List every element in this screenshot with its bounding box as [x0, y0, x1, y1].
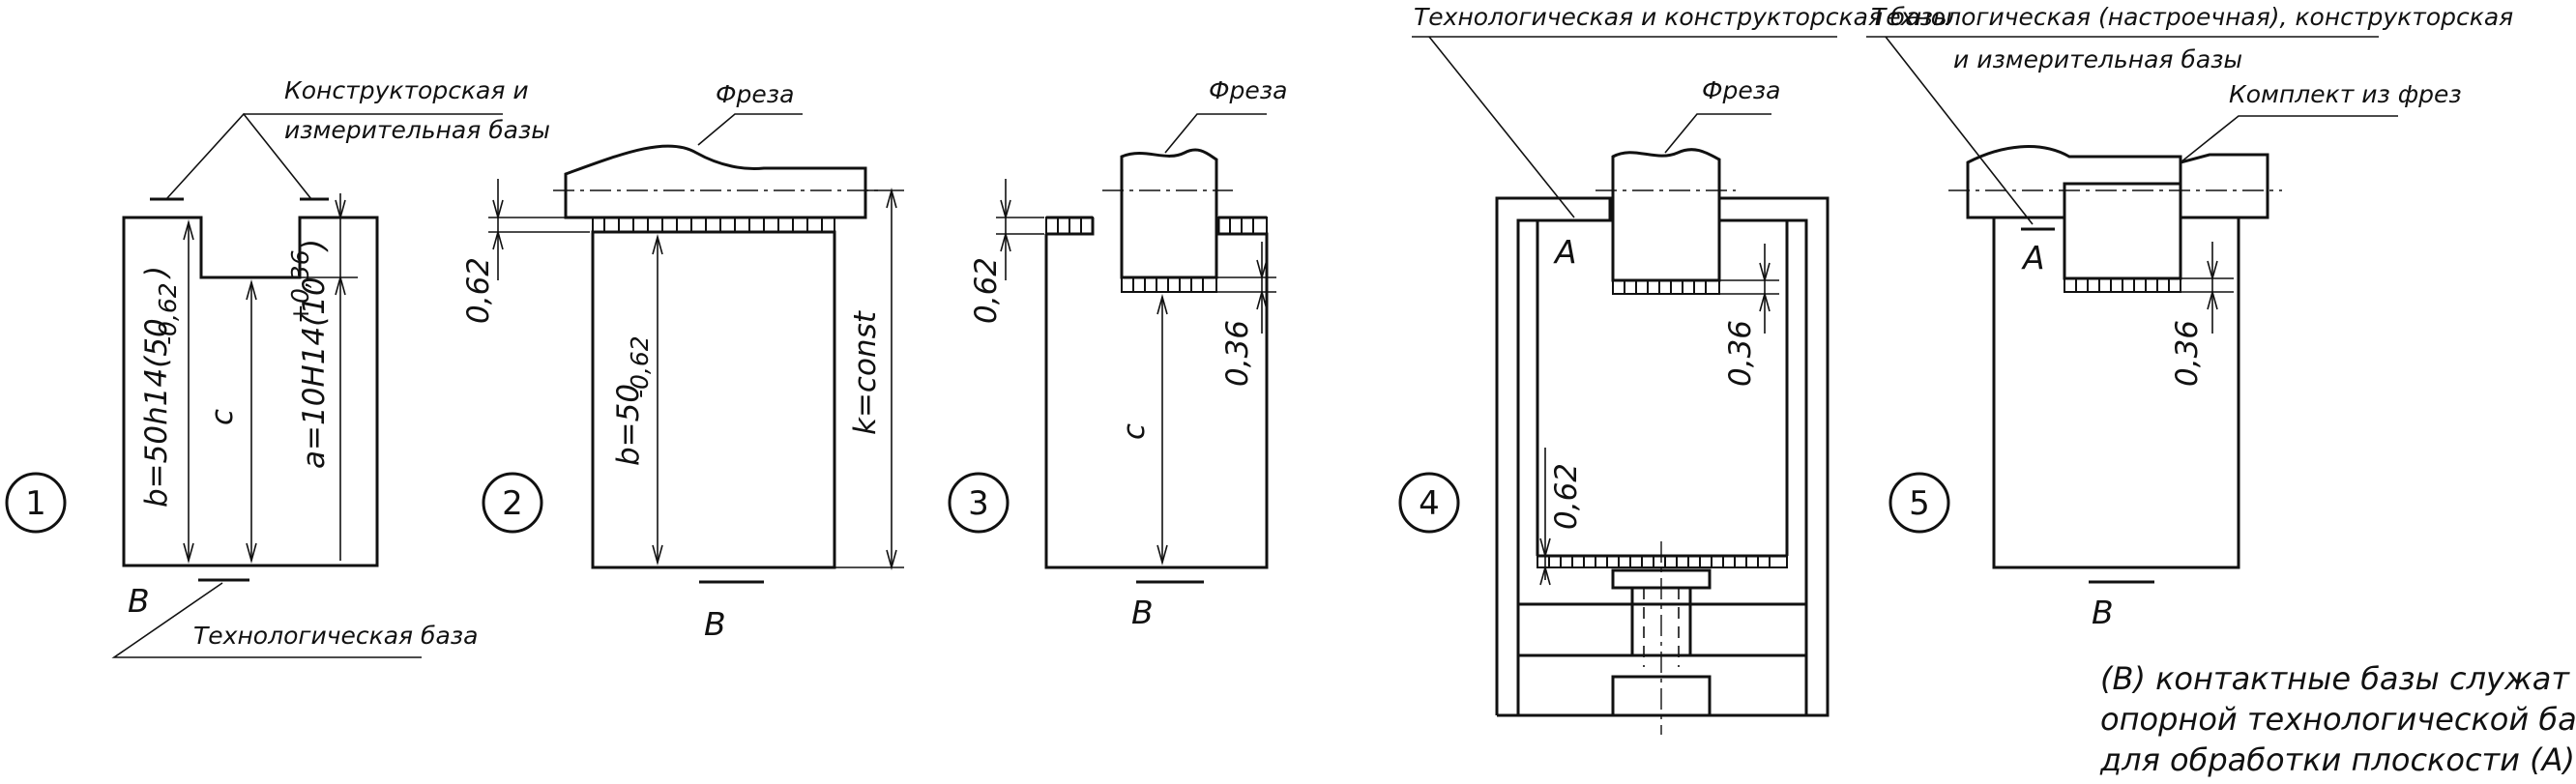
dim-arrows-036-4	[1759, 262, 1771, 312]
figure-5: Комплект из фрез Технологическая (настро…	[1866, 3, 2513, 631]
dim-tol-b2: -0,62	[626, 335, 654, 398]
dim-text-062-4: 0,62	[1549, 463, 1584, 530]
cut-layer-2-hatch	[603, 218, 823, 232]
workpiece-1-outline	[122, 216, 379, 567]
figure-3: Фреза 0,62 c 0,36 B 3	[948, 76, 1287, 631]
workpiece-5-outline	[1992, 218, 2240, 569]
dim-text-036-4: 0,36	[1723, 320, 1758, 387]
clamp-screw-hidden	[1643, 588, 1680, 667]
fixture-right-wall	[1717, 196, 1830, 717]
dim-text-b: b=50h14(50	[139, 318, 174, 508]
marker-circle-1	[5, 472, 67, 534]
dim-arrows-c	[246, 279, 257, 564]
figure-4: Фреза Технологическая и конструкторская …	[1398, 3, 1952, 735]
leader-tech-constructor	[1428, 36, 1575, 218]
marker-4: 4	[1419, 484, 1440, 523]
dim-text-062-2: 0,62	[461, 257, 496, 324]
label-constructor-base-1: Конструкторская и	[284, 76, 529, 104]
slot-5-hatch	[2075, 278, 2170, 292]
letter-B-3: B	[1131, 594, 1154, 631]
dim-arrows-036-5	[2207, 260, 2218, 310]
dim-tol-b: -0,62	[154, 282, 182, 345]
leader-technological-base	[111, 582, 422, 658]
mill-3-body	[1120, 148, 1218, 279]
workpiece-4-walls	[1536, 218, 1789, 556]
cut-layer-2	[592, 217, 835, 233]
marker-1: 1	[25, 484, 46, 523]
figure-2: Фреза 0,62 b=50 -0,62 k=const B 2	[461, 80, 904, 643]
clamp-layer-4-hatch	[1548, 556, 1771, 567]
dim-arrows-b	[183, 219, 194, 564]
mill-4-body	[1611, 148, 1721, 282]
dim-text-b2: b=50	[611, 384, 646, 466]
slot-3-hatch	[1132, 277, 1204, 292]
dim-arrows-a	[335, 199, 346, 296]
letter-B-1: B	[128, 582, 150, 620]
dim-arrows-062-2	[492, 199, 504, 250]
fixture-left-wall	[1495, 196, 1612, 715]
dim-text-c3: c	[1117, 423, 1152, 440]
marker-circle-4	[1398, 472, 1460, 534]
clamp-layer-4	[1537, 555, 1788, 568]
letter-B-2: B	[704, 605, 726, 643]
label-tech-setup-1: Технологическая (настроечная), конструкт…	[1871, 3, 2513, 31]
leader-mill-4	[1664, 113, 1771, 154]
dim-arrows-c3	[1156, 294, 1168, 566]
dim-arrows-036-3	[1256, 259, 1268, 310]
dim-arrows-b2	[652, 234, 663, 566]
dim-paren-b: )	[139, 266, 174, 279]
letter-A-5: A	[2021, 239, 2045, 276]
workpiece-2-outline	[591, 230, 836, 569]
dim-arrows-k	[886, 188, 897, 570]
leader-tech-setup	[1885, 36, 2034, 225]
dim-arrows-062-3	[1000, 199, 1011, 252]
marker-2: 2	[502, 484, 523, 523]
label-tech-constructor: Технологическая и конструкторская базы	[1414, 3, 1952, 31]
label-technological-base: Технологическая база	[193, 622, 478, 650]
note-line-2: опорной технологической базой	[2100, 701, 2576, 738]
dim-text-c: c	[205, 409, 240, 425]
dim-text-062-3: 0,62	[969, 257, 1004, 324]
cut-3-left-hatch	[1057, 218, 1082, 234]
leader-mill-2	[697, 113, 803, 146]
leader-mill-3	[1164, 113, 1267, 154]
marker-circle-3	[948, 472, 1010, 534]
dim-text-036-3: 0,36	[1220, 320, 1255, 387]
slot-4-hatch	[1624, 280, 1707, 294]
marker-circle-2	[482, 472, 543, 534]
label-mill-3: Фреза	[1209, 76, 1287, 104]
dim-text-a: a=10H14(10	[297, 276, 332, 469]
dim-arrows-062-4	[1539, 537, 1551, 586]
label-mill-2: Фреза	[716, 80, 794, 108]
note-line-1: (B) контактные базы служат	[2100, 660, 2570, 697]
marker-3: 3	[968, 484, 989, 523]
letter-B-5: B	[2092, 594, 2114, 631]
leader-mill-set	[2180, 115, 2398, 163]
workpiece-3-outline	[1044, 216, 1269, 569]
label-constructor-base-2: измерительная базы	[284, 116, 550, 144]
label-tech-setup-2: и измерительная базы	[1953, 45, 2242, 73]
mill-set-center	[2063, 182, 2182, 280]
marker-circle-5	[1888, 472, 1950, 534]
mill-2-body	[564, 144, 867, 219]
label-mill-set: Комплект из фрез	[2229, 80, 2462, 108]
label-mill-4: Фреза	[1702, 76, 1780, 104]
note-block: (B) контактные базы служат опорной техно…	[2099, 660, 2576, 778]
dim-paren-a: )	[297, 239, 332, 252]
dim-tol-a: +0,36	[286, 249, 314, 324]
note-line-3: для обработки плоскости (A)	[2099, 741, 2575, 778]
letter-A-4: A	[1553, 233, 1577, 271]
cut-3-right-hatch	[1229, 218, 1254, 234]
slot-4-layer	[1612, 279, 1720, 295]
dim-text-036-5: 0,36	[2170, 320, 2205, 387]
figure-1: Конструкторская и измерительная базы Тех…	[5, 76, 550, 658]
mill-set-right	[2179, 153, 2269, 219]
marker-5: 5	[1909, 484, 1930, 523]
dim-text-k: k=const	[848, 309, 883, 435]
